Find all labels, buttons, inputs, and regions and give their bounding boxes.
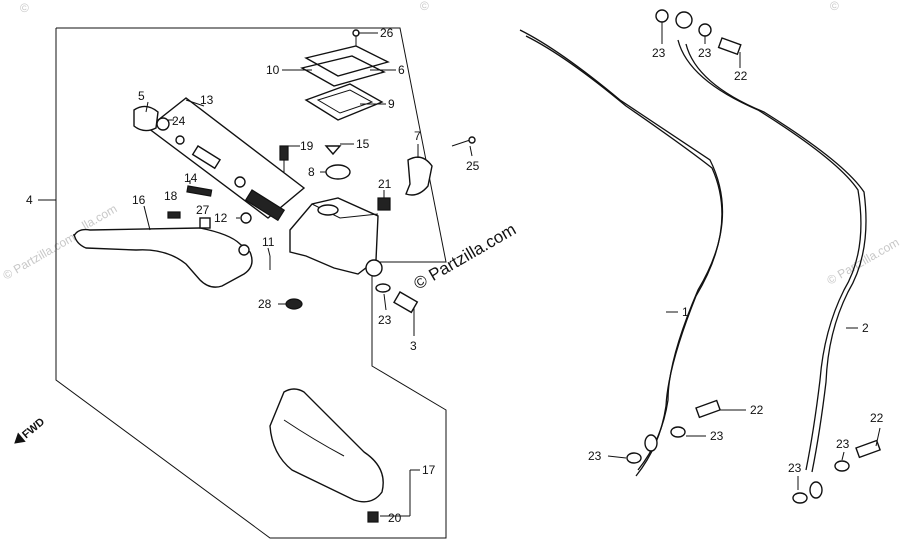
callout-5: 5 [138, 89, 145, 103]
fwd-label: FWD [20, 416, 47, 441]
callout-12: 12 [214, 211, 228, 225]
washer-top-a [655, 9, 669, 23]
callout-14: 14 [184, 171, 198, 185]
part-12 [240, 212, 252, 224]
grommet-28 [285, 298, 303, 310]
callout-22-lower-right: 22 [870, 411, 884, 425]
callout-25: 25 [466, 159, 480, 173]
callout-9: 9 [388, 97, 395, 111]
callout-8: 8 [308, 165, 315, 179]
callout-10: 10 [266, 63, 280, 77]
callout-22-top: 22 [734, 69, 748, 83]
callout-23-master: 23 [378, 313, 392, 327]
brake-lever [73, 227, 253, 288]
bolt-19 [279, 145, 289, 161]
washer-23f [792, 492, 808, 504]
callout-4: 4 [26, 193, 33, 207]
callout-23-lower-mid: 23 [710, 429, 724, 443]
banjo-top [675, 11, 693, 29]
callout-11: 11 [262, 235, 275, 249]
callout-7: 7 [414, 129, 421, 143]
corner-watermark: © [830, 0, 839, 13]
washer-23a [375, 283, 391, 293]
callout-16: 16 [132, 193, 146, 207]
bolt-22a [695, 399, 721, 419]
callout-17: 17 [422, 463, 436, 477]
callout-15: 15 [356, 137, 370, 151]
reservoir-cap [304, 45, 390, 77]
callout-13: 13 [200, 93, 214, 107]
callout-3: 3 [410, 339, 417, 353]
mid-watermark: lla.com [80, 201, 120, 232]
fwd-arrow: FWD [14, 416, 47, 444]
piston-kit-panel [146, 97, 306, 219]
callout-23-lower-left: 23 [588, 449, 602, 463]
callout-23-lower-right-a: 23 [836, 437, 850, 451]
callout-22-lower-left: 22 [750, 403, 764, 417]
fwd-arrow-icon [14, 432, 26, 444]
callout-23-lower-right-b: 23 [788, 461, 802, 475]
assembly-boundary [55, 27, 447, 539]
corner-watermark: © [20, 1, 29, 15]
banjo-bolt-3 [393, 291, 419, 314]
spring-14 [186, 185, 213, 197]
screw-25 [468, 136, 476, 144]
callout-2: 2 [862, 321, 869, 335]
callout-23-top-a: 23 [652, 46, 666, 60]
diaphragm [304, 83, 384, 121]
bolt-22c [855, 439, 881, 459]
callout-1: 1 [682, 305, 689, 319]
callout-21: 21 [378, 177, 392, 191]
corner-watermark: © [420, 0, 429, 13]
washer-23c [670, 426, 686, 438]
callout-6: 6 [398, 63, 405, 77]
lever-cover [269, 388, 384, 503]
washer-23g [834, 460, 850, 472]
hose-1-banjo [644, 434, 658, 452]
bolt-18 [167, 211, 181, 219]
callout-24: 24 [172, 114, 186, 128]
banjo-port [365, 259, 383, 277]
washer-top-b [698, 23, 712, 37]
spring [244, 189, 286, 222]
callout-23-top-b: 23 [698, 46, 712, 60]
brake-hose-1 [519, 29, 724, 471]
hose-2-banjo [809, 481, 823, 499]
callout-18: 18 [164, 189, 178, 203]
callout-26: 26 [380, 26, 394, 40]
cap-plate [300, 55, 386, 87]
bracket-7 [405, 156, 433, 196]
part-21 [377, 197, 391, 211]
callout-28: 28 [258, 297, 272, 311]
bolt-top-22 [717, 37, 742, 56]
side-watermark: © Partzilla.com [1, 230, 78, 283]
callout-20: 20 [388, 511, 402, 525]
side-watermark: © Partzilla.com [825, 235, 900, 288]
cap-8 [325, 164, 351, 180]
part-15 [324, 145, 342, 156]
washer-23b [626, 452, 642, 464]
nut-27 [199, 217, 211, 229]
partzilla-watermark: © Partzilla.com [411, 220, 520, 294]
dust-boot [133, 105, 159, 132]
screw-20 [367, 511, 379, 523]
callout-27: 27 [196, 203, 210, 217]
callout-19: 19 [300, 139, 314, 153]
